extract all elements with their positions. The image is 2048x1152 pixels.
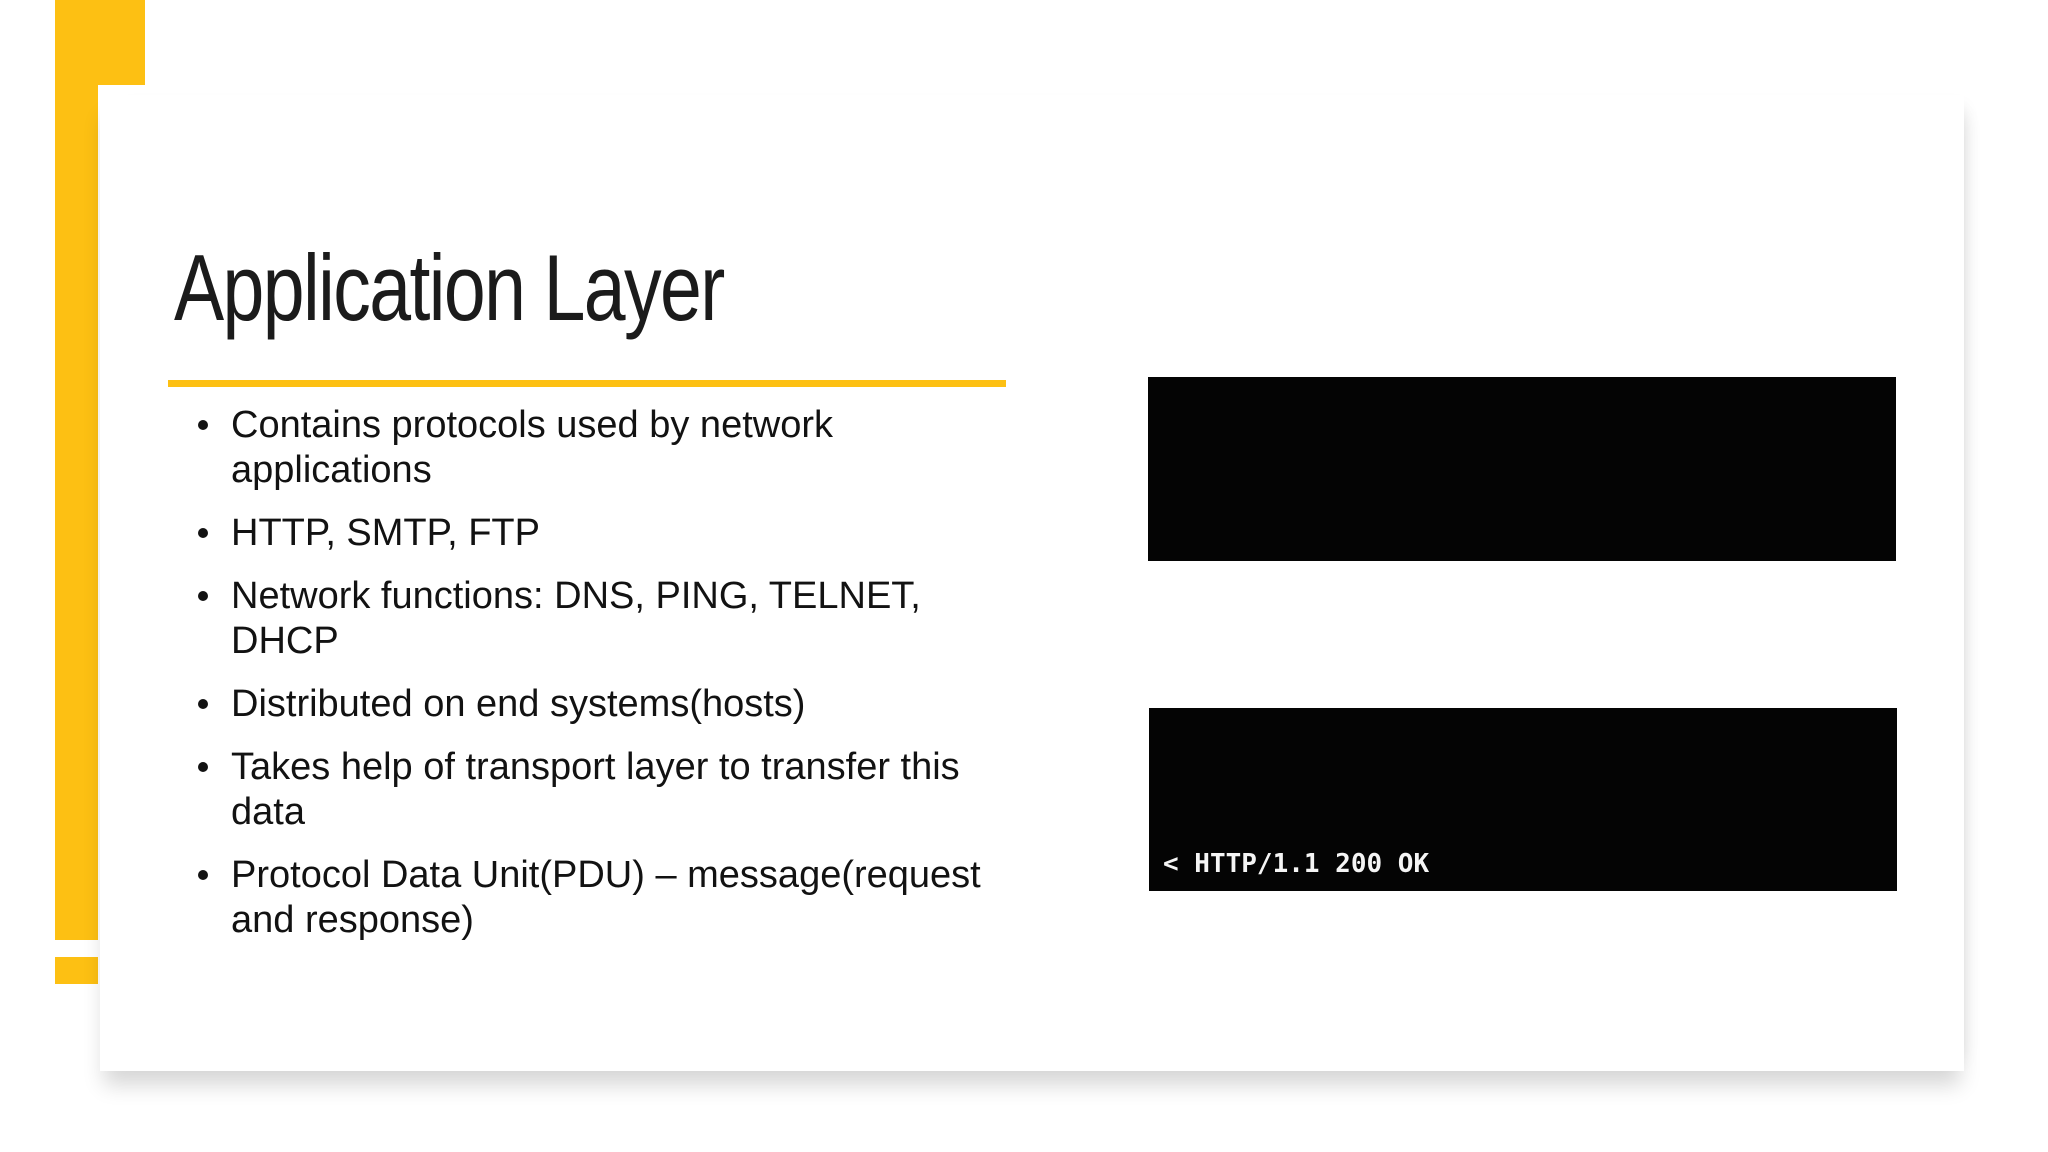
bullet-icon — [198, 591, 208, 601]
bullet-list: Contains protocols used by network appli… — [196, 403, 1116, 961]
terminal-request-block: > GET / HTTP/1.1 > Host: www.google.com … — [1148, 377, 1896, 561]
bullet-item: Contains protocols used by network appli… — [196, 403, 1116, 493]
bullet-text: Distributed on end systems(hosts) — [231, 683, 806, 725]
bullet-icon — [198, 762, 208, 772]
page-title: Application Layer — [174, 235, 725, 340]
bullet-text: HTTP, SMTP, FTP — [231, 512, 540, 554]
title-underline — [168, 380, 1006, 387]
bullet-icon — [198, 870, 208, 880]
bullet-text: Contains protocols used by network appli… — [231, 404, 833, 491]
slide-card: Application Layer Contains protocols use… — [100, 95, 1964, 1071]
accent-bar-bottom-left — [55, 957, 98, 984]
bullet-item: Takes help of transport layer to transfe… — [196, 745, 1116, 835]
bullet-icon — [198, 528, 208, 538]
accent-bar-left — [55, 0, 98, 940]
bullet-text: Protocol Data Unit(PDU) – message(reques… — [231, 854, 981, 941]
bullet-text: Takes help of transport layer to transfe… — [231, 746, 960, 833]
terminal-response-block: < HTTP/1.1 200 OK < Date: Sat, 23 May 20… — [1149, 708, 1897, 891]
bullet-text: Network functions: DNS, PING, TELNET, DH… — [231, 575, 921, 662]
bullet-item: HTTP, SMTP, FTP — [196, 511, 1116, 556]
terminal-response-line: < HTTP/1.1 200 OK — [1163, 849, 1430, 879]
bullet-item: Distributed on end systems(hosts) — [196, 682, 1116, 727]
bullet-icon — [198, 699, 208, 709]
bullet-icon — [198, 420, 208, 430]
bullet-item: Network functions: DNS, PING, TELNET, DH… — [196, 574, 1116, 664]
bullet-item: Protocol Data Unit(PDU) – message(reques… — [196, 853, 1116, 943]
